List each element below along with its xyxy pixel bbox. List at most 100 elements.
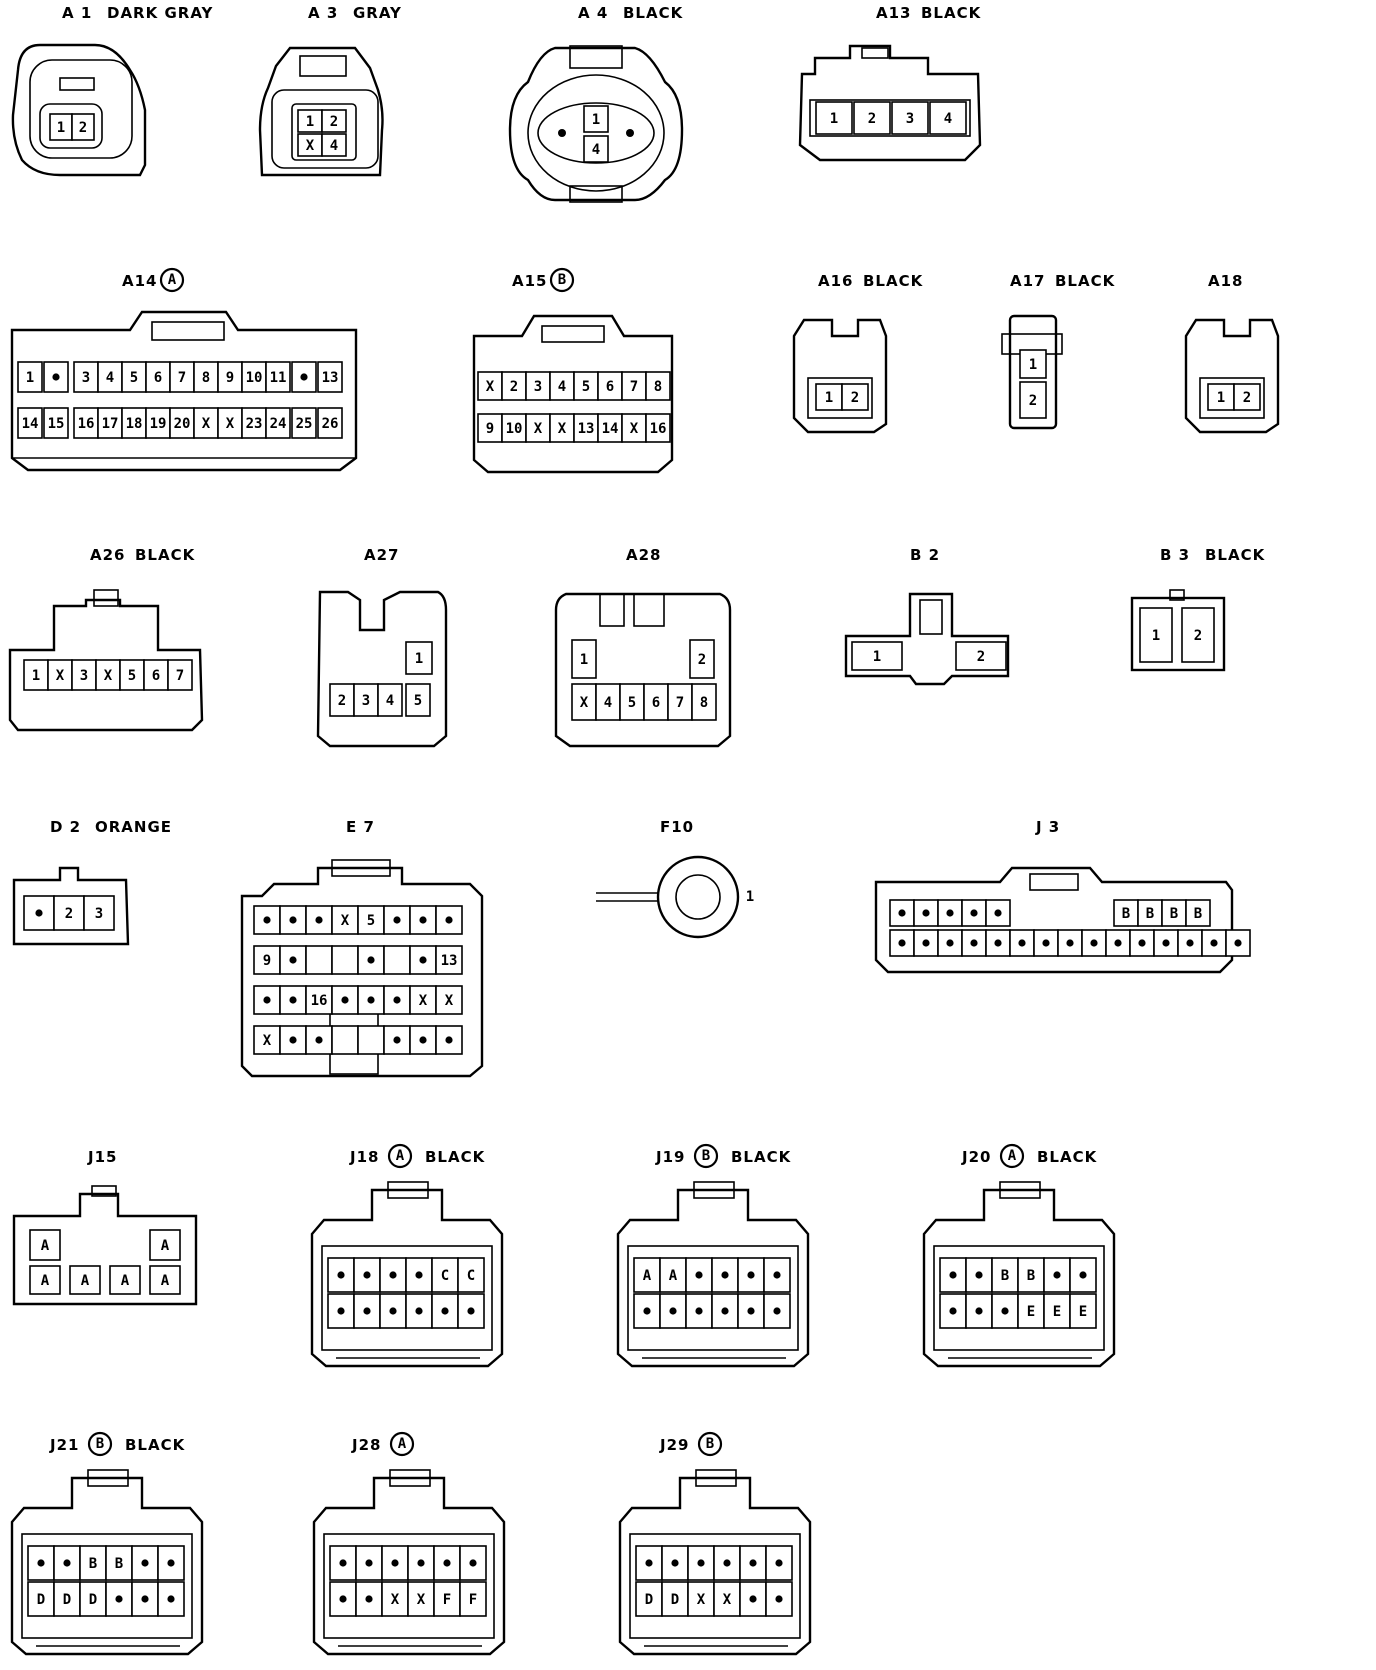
pin-label: 6	[152, 668, 160, 684]
pin-dot	[721, 1271, 729, 1279]
pin-cell	[435, 985, 463, 1015]
pin-label: A	[161, 1238, 170, 1254]
pin-label: X	[391, 1592, 400, 1608]
pin-label: X	[341, 913, 350, 929]
pin-label: B	[89, 1556, 97, 1572]
label-a27: A27	[364, 546, 398, 564]
pin-cell	[329, 1545, 357, 1581]
pin-cell	[253, 1025, 281, 1055]
pin-cell	[643, 683, 669, 721]
pin-dot	[341, 996, 349, 1004]
connector-color: DARK GRAY	[107, 4, 213, 22]
pin-dot	[1042, 939, 1050, 947]
pin-label: 9	[226, 370, 234, 386]
pin-label: X	[226, 416, 235, 432]
pin-cell	[525, 413, 551, 443]
pin-dot	[263, 996, 271, 1004]
pin-dot	[363, 1271, 371, 1279]
pin-label: 3	[362, 693, 370, 709]
pin-cell	[841, 383, 869, 411]
pin-label: D	[645, 1592, 653, 1608]
pin-label: A	[121, 1273, 130, 1289]
pin-dot	[1066, 939, 1074, 947]
connector-code: D 2	[50, 818, 81, 836]
pin-cell	[69, 1265, 101, 1295]
pin-dot	[441, 1307, 449, 1315]
pin-dot	[337, 1307, 345, 1315]
pin-cell	[689, 639, 715, 679]
pin-dot	[337, 1271, 345, 1279]
pin-label: 7	[630, 379, 638, 395]
pin-dot	[37, 1559, 45, 1567]
pin-cell	[23, 659, 49, 691]
pin-label: X	[419, 993, 428, 1009]
pin-dot	[393, 1036, 401, 1044]
pin-dot	[970, 939, 978, 947]
pin-label: 3	[906, 111, 914, 127]
circled-variant: B	[87, 1431, 113, 1457]
pin-label: 1	[873, 649, 881, 665]
pin-cell	[53, 895, 85, 931]
pin-label: 2	[510, 379, 518, 395]
pin-cell	[331, 1025, 359, 1055]
pin-dot	[443, 1559, 451, 1567]
label-f10: F10	[660, 818, 693, 836]
circled-letter: B	[702, 1148, 710, 1164]
pin-dot	[697, 1559, 705, 1567]
pin-dot	[35, 909, 43, 917]
pin-dot	[365, 1595, 373, 1603]
pin-label: 2	[977, 649, 985, 665]
pin-label: 1	[32, 668, 40, 684]
pin-dot	[367, 956, 375, 964]
pin-dot	[339, 1595, 347, 1603]
pin-dot	[419, 1036, 427, 1044]
pin-dot	[141, 1559, 149, 1567]
circled-variant: B	[697, 1431, 723, 1457]
pin-dot	[898, 939, 906, 947]
pin-label: 26	[322, 416, 339, 432]
pin-cell	[79, 1581, 107, 1617]
pin-dot	[167, 1595, 175, 1603]
pin-dot	[263, 916, 271, 924]
pin-cell	[329, 683, 355, 717]
pin-label: B	[1001, 1268, 1009, 1284]
connector-code: A26	[90, 546, 125, 564]
pin-cell	[241, 407, 267, 439]
pin-label: X	[630, 421, 639, 437]
pin-dot	[949, 1307, 957, 1315]
pin-cell	[317, 361, 343, 393]
pin-label: 18	[126, 416, 143, 432]
circled-letter: A	[396, 1148, 405, 1164]
pin-cell	[435, 1025, 463, 1055]
pin-label: 6	[154, 370, 162, 386]
pin-label: 19	[150, 416, 167, 432]
pin-dot	[289, 916, 297, 924]
circled-letter: B	[96, 1436, 104, 1452]
pin-label: 2	[65, 906, 73, 922]
pin-cell	[29, 1229, 61, 1261]
pin-dot	[975, 1271, 983, 1279]
pin-label: 2	[698, 652, 706, 668]
connector-code: A14	[122, 272, 157, 290]
label-j3: J 3	[1035, 818, 1059, 836]
connector-code: J15	[87, 1148, 117, 1166]
pin-label: 5	[582, 379, 590, 395]
circled-letter: B	[558, 272, 566, 288]
pin-cell	[645, 413, 671, 443]
pin-label: 1	[825, 390, 833, 406]
pin-label: 5	[128, 668, 136, 684]
pin-dot	[115, 1595, 123, 1603]
pin-cell	[1017, 1293, 1045, 1329]
pin-label: 1	[26, 370, 34, 386]
pin-label: 13	[578, 421, 595, 437]
